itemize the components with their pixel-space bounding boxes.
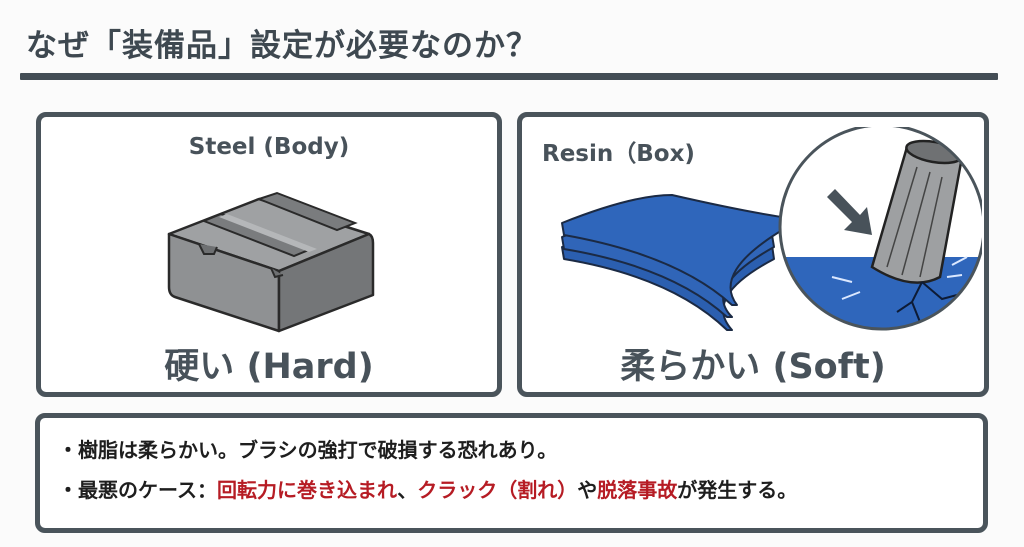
note-separator: 、 [397,478,418,502]
note-separator: や [577,478,598,502]
bullet-marker: ・ [58,478,78,502]
note-prefix: 最悪のケース： [78,478,217,502]
notes-list: ・樹脂は柔らかい。ブラシの強打で破損する恐れあり。 ・最悪のケース：回転力に巻き… [58,437,797,517]
title-divider [20,73,998,80]
resin-panel: Resin（Box) [517,112,989,397]
steel-material-label: Steel (Body) [188,134,350,160]
resin-hardness-label: 柔らかい (Soft) [620,347,886,387]
page-title: なぜ「装備品」設定が必要なのか？ [26,28,538,64]
note-item: ・樹脂は柔らかい。ブラシの強打で破損する恐れあり。 [58,437,797,463]
notes-panel: ・樹脂は柔らかい。ブラシの強打で破損する恐れあり。 ・最悪のケース：回転力に巻き… [35,413,988,533]
highlight-crack: クラック（割れ） [417,478,578,502]
highlight-rotation: 回転力に巻き込まれ [217,478,398,502]
highlight-detach: 脱落事故 [597,478,678,502]
note-suffix: が発生する。 [677,478,798,502]
bullet-marker: ・ [58,438,78,462]
note-item: ・最悪のケース：回転力に巻き込まれ、クラック（割れ）や脱落事故が発生する。 [58,477,797,503]
note-text: 樹脂は柔らかい。ブラシの強打で破損する恐れあり。 [78,438,558,462]
resin-material-label: Resin（Box) [542,141,695,167]
steel-panel: Steel (Body) 硬い (Hard) [36,112,502,397]
steel-hardness-label: 硬い (Hard) [164,347,374,387]
resin-sheets-brush-damage-icon [561,127,982,331]
steel-block-icon [167,191,375,333]
